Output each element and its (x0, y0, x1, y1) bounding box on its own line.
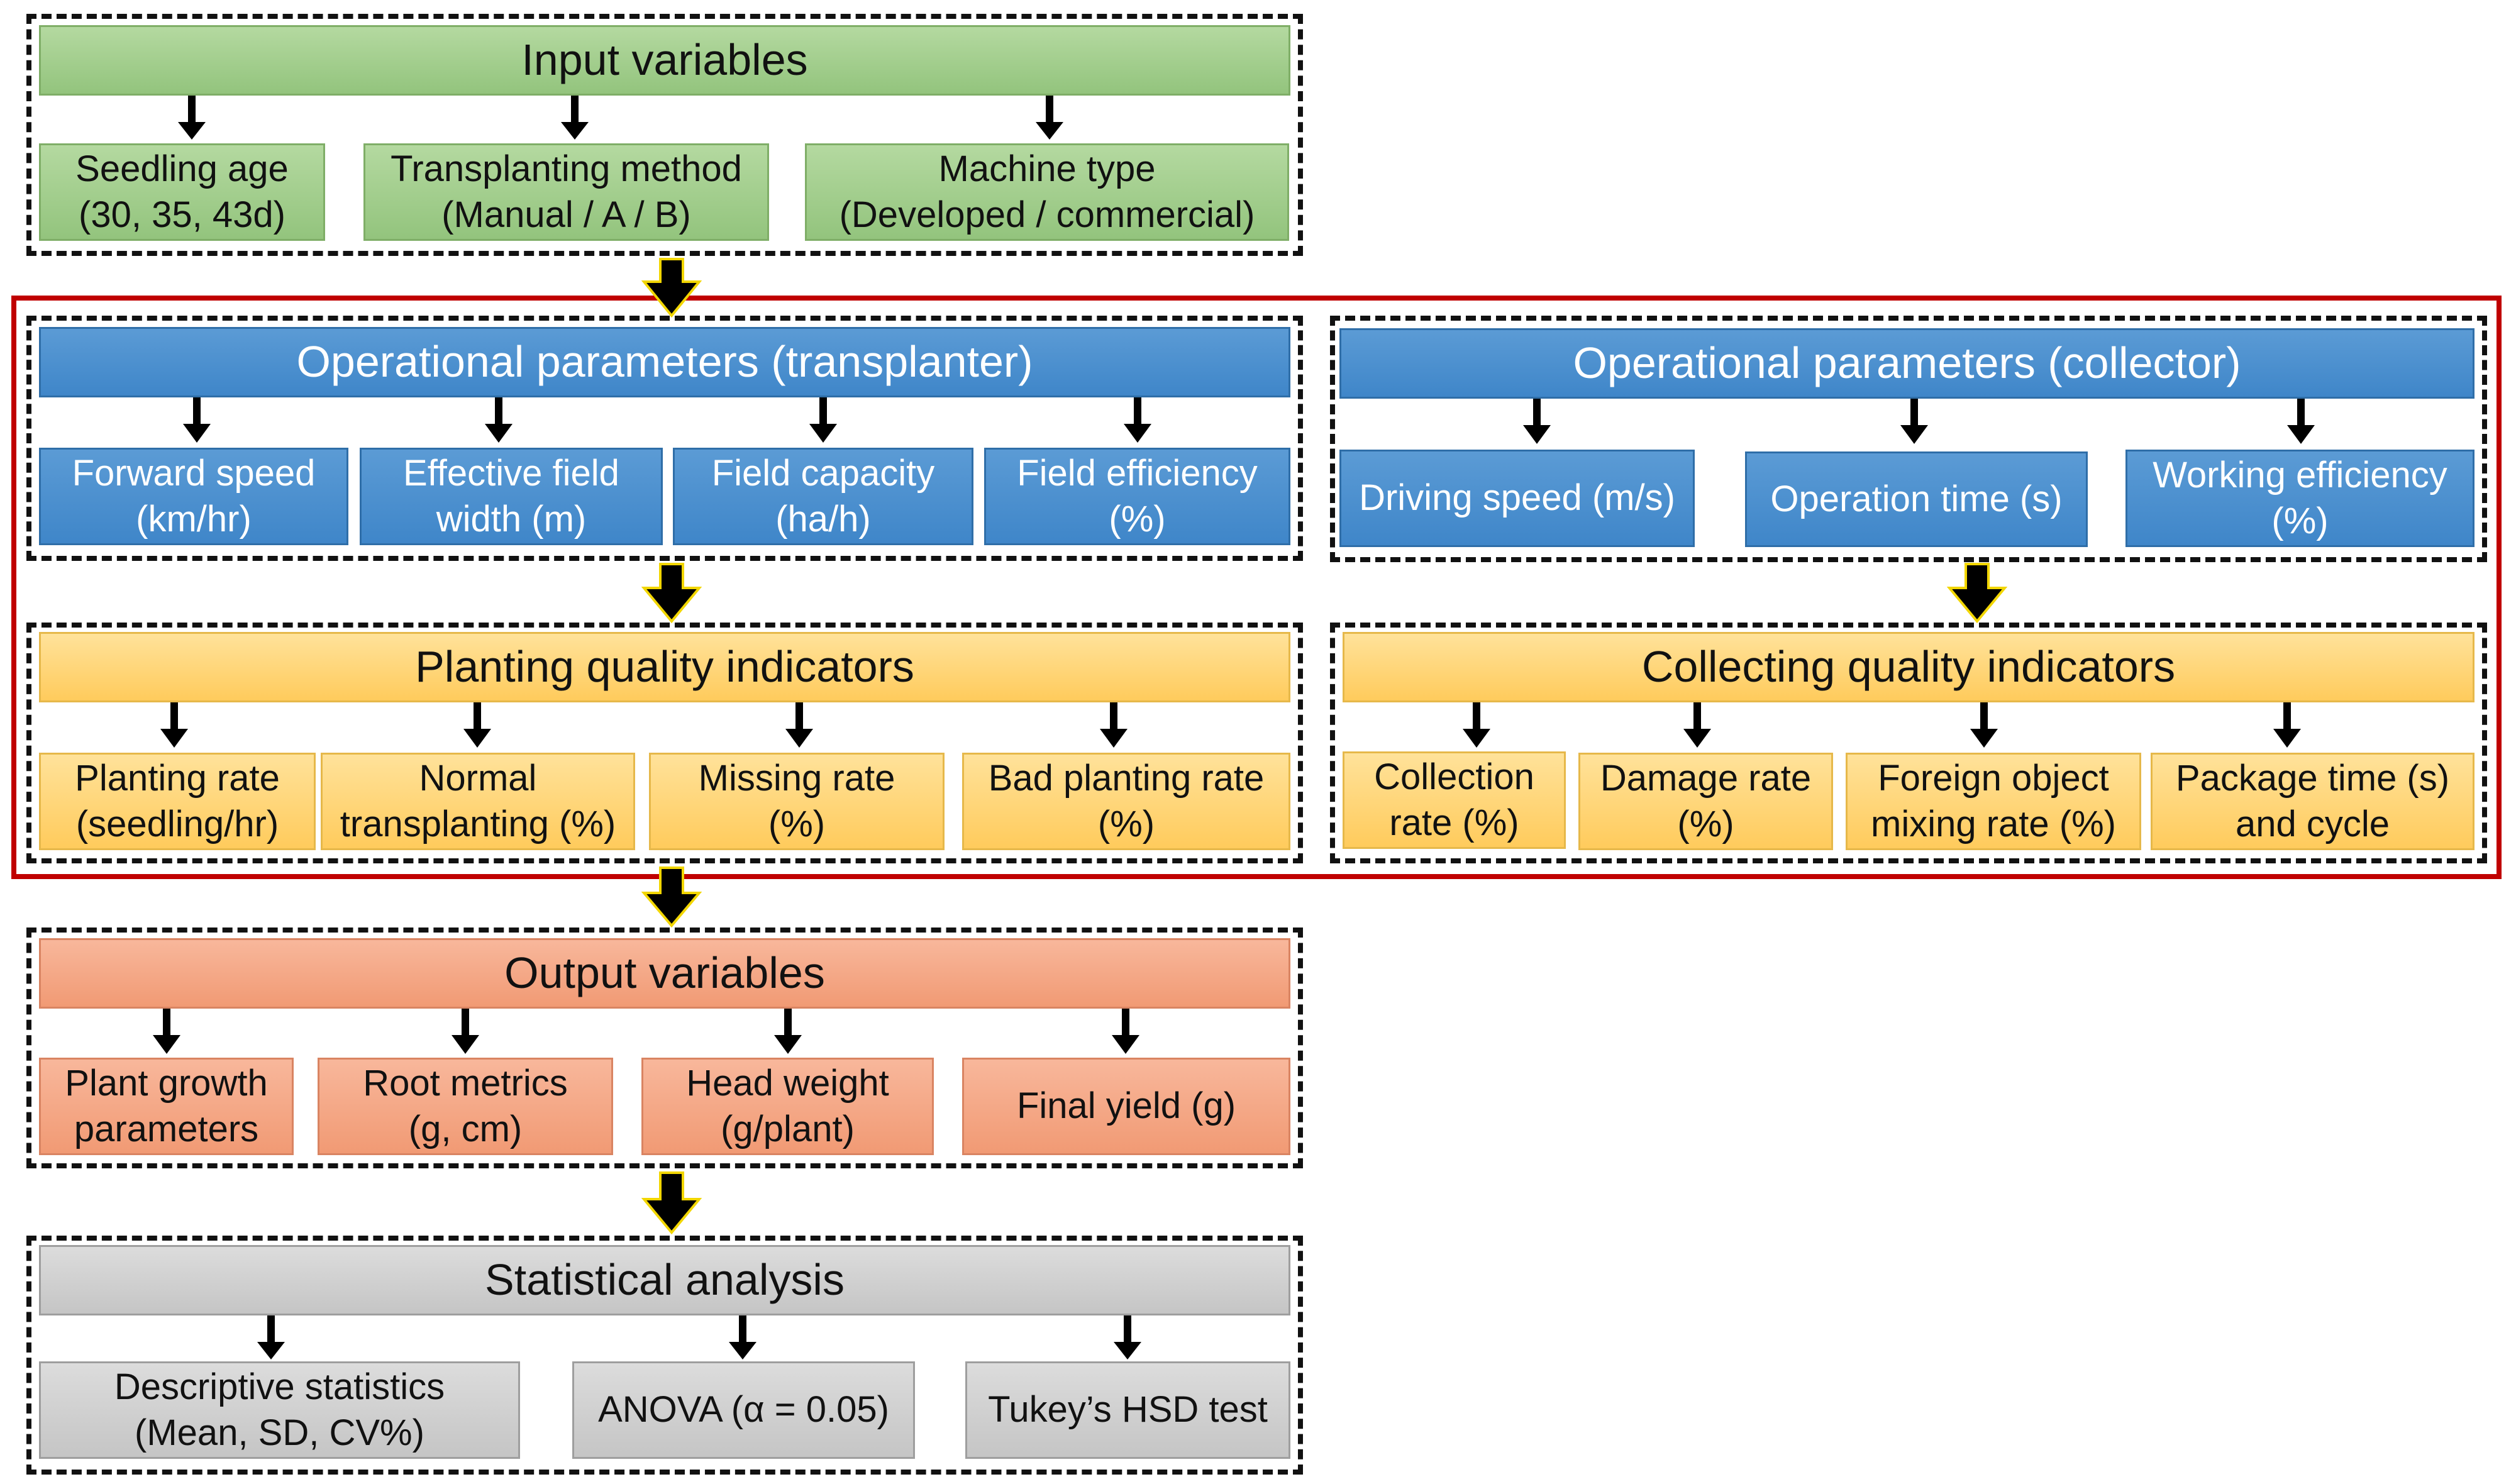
plant-growth-box: Plant growth parameters (39, 1058, 294, 1155)
damage-rate-box: Damage rate (%) (1578, 753, 1833, 850)
op-transplanter-header: Operational parameters (transplanter) (39, 327, 1290, 397)
anova-box: ANOVA (α = 0.05) (572, 1361, 915, 1459)
final-yield-box: Final yield (g) (962, 1058, 1290, 1155)
arrow-down-icon (183, 397, 211, 443)
arrow-down-icon (774, 1009, 802, 1054)
statistical-analysis-header: Statistical analysis (39, 1245, 1290, 1315)
arrow-down-icon (1970, 702, 1998, 748)
arrow-down-icon (1523, 399, 1551, 444)
arrow-down-icon (1114, 1315, 1141, 1359)
op-collector-group (1330, 316, 2487, 562)
machine-evaluation-frame (11, 296, 2502, 879)
planting-rate-box: Planting rate (seedling/hr) (39, 753, 316, 850)
package-time-box: Package time (s) and cycle (2151, 753, 2474, 850)
field-efficiency-box: Field efficiency (%) (984, 448, 1290, 545)
big-arrow-down-icon (641, 867, 702, 928)
seedling-age-box: Seedling age (30, 35, 43d) (39, 143, 325, 241)
arrow-down-icon (561, 96, 589, 140)
field-capacity-box: Field capacity (ha/h) (673, 448, 973, 545)
output-variables-header: Output variables (39, 938, 1290, 1009)
missing-rate-box: Missing rate (%) (649, 753, 945, 850)
arrow-down-icon (463, 702, 491, 748)
collection-rate-box: Collection rate (%) (1343, 751, 1566, 849)
arrow-down-icon (178, 96, 206, 140)
arrow-down-icon (785, 702, 813, 748)
operation-time-box: Operation time (s) (1745, 451, 2088, 547)
input-variables-group (26, 14, 1303, 256)
working-efficiency-box: Working efficiency (%) (2125, 450, 2474, 547)
arrow-down-icon (1463, 702, 1490, 748)
big-arrow-down-icon (641, 1171, 702, 1235)
arrow-down-icon (2273, 702, 2301, 748)
arrow-down-icon (452, 1009, 479, 1054)
planting-quality-group (26, 623, 1303, 863)
big-arrow-down-icon (1946, 563, 2008, 624)
arrow-down-icon (257, 1315, 285, 1359)
arrow-down-icon (153, 1009, 180, 1054)
arrow-down-icon (1036, 96, 1063, 140)
arrow-down-icon (809, 397, 837, 443)
input-variables-header: Input variables (39, 25, 1290, 96)
effective-field-width-box: Effective field width (m) (360, 448, 663, 545)
bad-planting-rate-box: Bad planting rate (%) (962, 753, 1290, 850)
tukey-hsd-box: Tukey’s HSD test (965, 1361, 1290, 1459)
arrow-down-icon (1683, 702, 1711, 748)
transplanting-method-box: Transplanting method (Manual / A / B) (363, 143, 769, 241)
statistical-analysis-group (26, 1236, 1303, 1475)
root-metrics-box: Root metrics (g, cm) (318, 1058, 613, 1155)
op-collector-header: Operational parameters (collector) (1339, 328, 2474, 399)
forward-speed-box: Forward speed (km/hr) (39, 448, 348, 545)
head-weight-box: Head weight (g/plant) (641, 1058, 934, 1155)
collecting-quality-group (1330, 623, 2487, 863)
big-arrow-down-icon (641, 258, 702, 318)
arrow-down-icon (1124, 397, 1151, 443)
descriptive-statistics-box: Descriptive statistics (Mean, SD, CV%) (39, 1361, 520, 1459)
planting-quality-header: Planting quality indicators (39, 632, 1290, 702)
arrow-down-icon (729, 1315, 756, 1359)
machine-type-box: Machine type (Developed / commercial) (805, 143, 1289, 241)
driving-speed-box: Driving speed (m/s) (1339, 450, 1695, 547)
arrow-down-icon (1100, 702, 1128, 748)
op-transplanter-group (26, 316, 1303, 561)
arrow-down-icon (1900, 399, 1928, 444)
output-variables-group (26, 928, 1303, 1168)
collecting-quality-header: Collecting quality indicators (1343, 632, 2474, 702)
arrow-down-icon (160, 702, 188, 748)
arrow-down-icon (1112, 1009, 1139, 1054)
arrow-down-icon (2287, 399, 2315, 444)
arrow-down-icon (485, 397, 513, 443)
big-arrow-down-icon (641, 563, 702, 624)
foreign-object-mixing-rate-box: Foreign object mixing rate (%) (1846, 753, 2141, 850)
normal-transplanting-box: Normal transplanting (%) (321, 753, 635, 850)
